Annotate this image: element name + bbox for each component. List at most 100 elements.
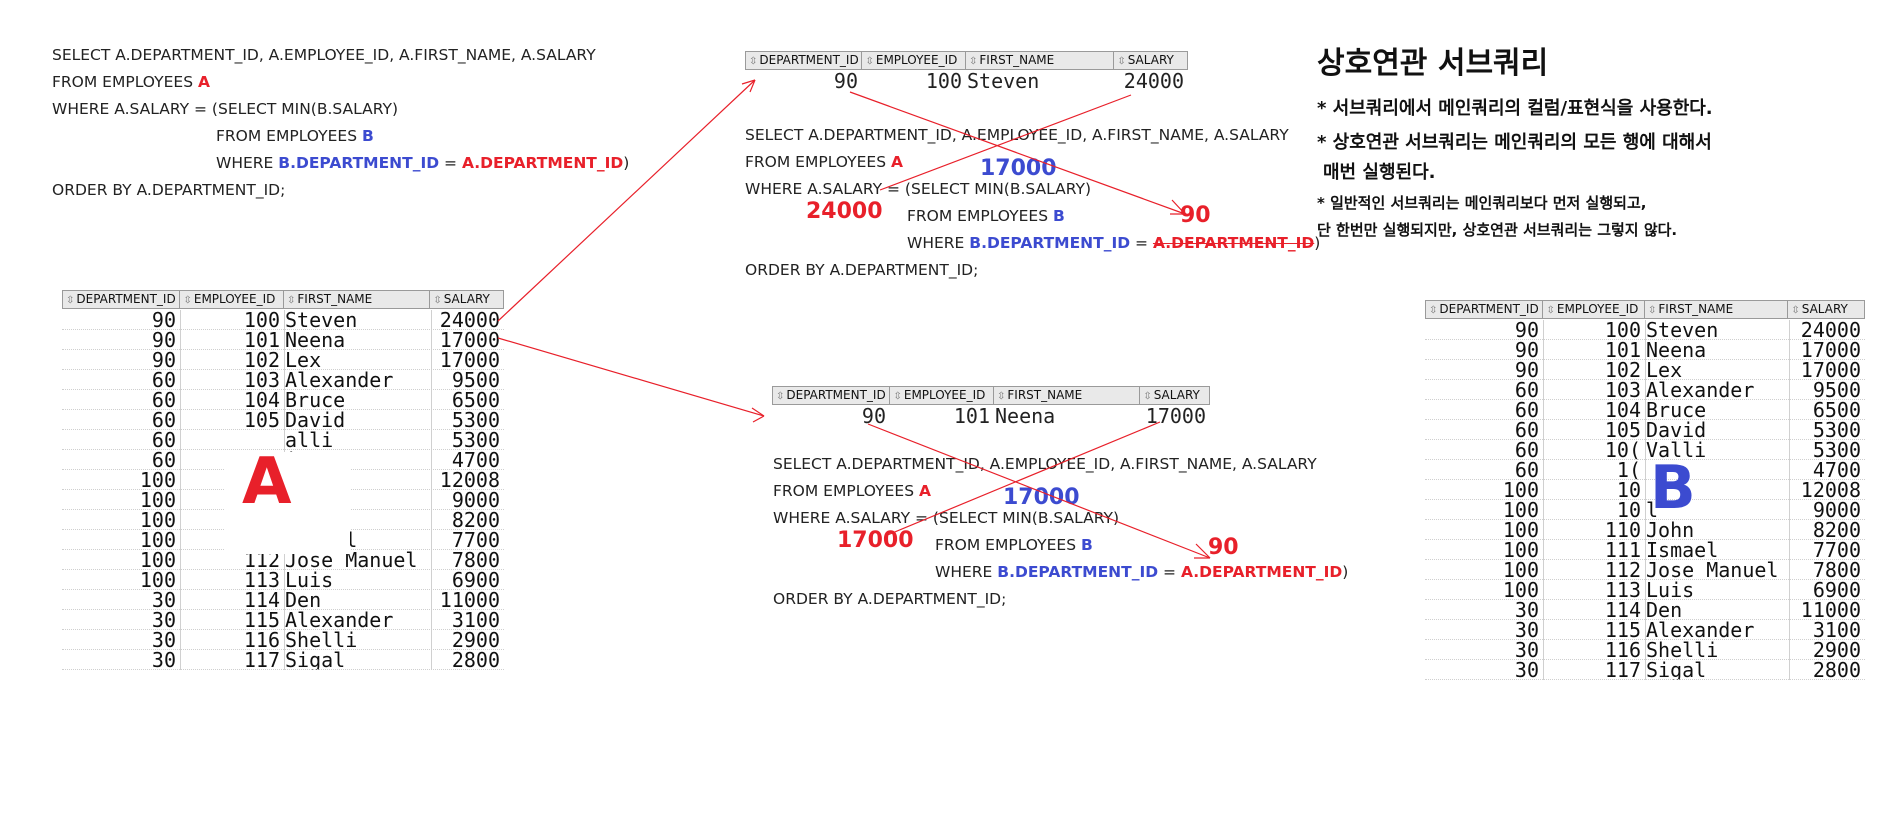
cell-first-name: Ismael <box>1646 540 1719 560</box>
cell-employee-id: 102 <box>1604 360 1641 380</box>
cell-first-name: Neena <box>1646 340 1707 360</box>
example2-line-from: FROM EMPLOYEES A <box>773 482 931 500</box>
column-divider <box>180 310 181 670</box>
cell-employee-id: 113 <box>1604 580 1641 600</box>
cell-salary: 2900 <box>1812 640 1861 660</box>
subfrom-keyword: FROM EMPLOYEES <box>907 207 1053 225</box>
col-header-salary[interactable]: SALARY <box>1788 301 1864 318</box>
main-query-line-select: SELECT A.DEPARTMENT_ID, A.EMPLOYEE_ID, A… <box>52 46 596 64</box>
cell-first-name: Lex <box>285 350 322 370</box>
cell-employee-id: 103 <box>243 370 280 390</box>
cell-employee-id: 100 <box>925 71 962 91</box>
cell-first-name: Shelli <box>285 630 358 650</box>
cell-department-id: 90 <box>1514 320 1539 340</box>
cell-employee-id: 100 <box>243 310 280 330</box>
cell-salary: 17000 <box>1800 360 1861 380</box>
example2-line-subwhere: WHERE B.DEPARTMENT_ID = A.DEPARTMENT_ID) <box>935 563 1348 581</box>
cell-employee-id: 101 <box>243 330 280 350</box>
cell-first-name: Sigal <box>285 650 346 670</box>
example2-dept-annotation: 90 <box>1208 535 1239 560</box>
table-a-overlay-mask <box>224 452 350 554</box>
cell-first-name: Shelli <box>1646 640 1719 660</box>
example2-dept-arrowhead <box>1194 543 1211 559</box>
cell-employee-id: 102 <box>243 350 280 370</box>
example1-row: 90 100 Steven 24000 <box>745 71 1188 91</box>
cell-first-name: Steven <box>1646 320 1719 340</box>
cell-first-name: David <box>285 410 346 430</box>
cell-first-name: Neena <box>995 406 1056 426</box>
cell-department-id: 60 <box>151 390 176 410</box>
cell-employee-id: 104 <box>243 390 280 410</box>
cell-salary: 12008 <box>439 470 500 490</box>
cell-department-id: 60 <box>1514 380 1539 400</box>
cell-department-id: 90 <box>151 350 176 370</box>
cell-salary: 17000 <box>1800 340 1861 360</box>
cell-employee-id: 1( <box>1616 460 1641 480</box>
b-department-id: B.DEPARTMENT_ID <box>969 234 1131 252</box>
row-divider <box>62 449 504 450</box>
cell-first-name: Den <box>1646 600 1683 620</box>
example1-result: DEPARTMENT_ID EMPLOYEE_ID FIRST_NAME SAL… <box>745 51 1188 91</box>
cell-salary: 5300 <box>1812 440 1861 460</box>
cell-department-id: 30 <box>1514 600 1539 620</box>
main-query-line-subfrom: FROM EMPLOYEES B <box>216 127 374 145</box>
example1-line-order: ORDER BY A.DEPARTMENT_ID; <box>745 261 979 279</box>
notes-bullet-1: * 서브쿼리에서 메인쿼리의 컬럼/표현식을 사용한다. <box>1317 98 1713 119</box>
equals-sign: = <box>1158 563 1181 581</box>
cell-salary: 2900 <box>451 630 500 650</box>
col-header-salary[interactable]: SALARY <box>1114 52 1187 69</box>
example2-salary-annotation: 17000 <box>837 528 914 553</box>
example1-header: DEPARTMENT_ID EMPLOYEE_ID FIRST_NAME SAL… <box>745 51 1188 70</box>
cell-first-name: alli <box>285 430 334 450</box>
table-b-header: DEPARTMENT_ID EMPLOYEE_ID FIRST_NAME SAL… <box>1425 300 1865 319</box>
cell-department-id: 100 <box>1502 480 1539 500</box>
cell-first-name: Den <box>285 590 322 610</box>
cell-first-name: Sigal <box>1646 660 1707 680</box>
main-query-line-subwhere: WHERE B.DEPARTMENT_ID = A.DEPARTMENT_ID) <box>216 154 629 172</box>
cell-salary: 6500 <box>1812 400 1861 420</box>
alias-a: A <box>918 482 931 500</box>
cell-salary: 8200 <box>451 510 500 530</box>
cell-salary: 2800 <box>1812 660 1861 680</box>
cell-employee-id: 116 <box>1604 640 1641 660</box>
example1-line-subwhere: WHERE B.DEPARTMENT_ID = A.DEPARTMENT_ID) <box>907 234 1320 252</box>
cell-salary: 3100 <box>451 610 500 630</box>
cell-first-name: Bruce <box>285 390 346 410</box>
row-divider <box>62 629 504 630</box>
cell-department-id: 100 <box>139 550 176 570</box>
equals-sign: = <box>439 154 462 172</box>
row-divider <box>62 389 504 390</box>
alias-b: B <box>1080 536 1093 554</box>
cell-employee-id: 100 <box>1604 320 1641 340</box>
cell-salary: 7700 <box>451 530 500 550</box>
cell-salary: 4700 <box>1812 460 1861 480</box>
example1-salary-annotation: 24000 <box>806 199 883 224</box>
cell-employee-id: 113 <box>243 570 280 590</box>
row-divider <box>62 329 504 330</box>
cell-salary: 24000 <box>1123 71 1184 91</box>
cell-department-id: 30 <box>1514 660 1539 680</box>
cell-salary: 9000 <box>1812 500 1861 520</box>
cell-first-name: Jose Manuel <box>285 550 418 570</box>
equals-sign: = <box>1130 234 1153 252</box>
cell-employee-id: 110 <box>1604 520 1641 540</box>
cell-first-name: Alexander <box>285 370 394 390</box>
col-header-salary[interactable]: SALARY <box>430 291 503 308</box>
cell-employee-id: 103 <box>1604 380 1641 400</box>
table-b: DEPARTMENT_ID EMPLOYEE_ID FIRST_NAME SAL… <box>1425 300 1865 680</box>
closing-paren: ) <box>1314 234 1321 252</box>
col-header-salary[interactable]: SALARY <box>1140 387 1209 404</box>
example1-line-from: FROM EMPLOYEES A <box>745 153 903 171</box>
